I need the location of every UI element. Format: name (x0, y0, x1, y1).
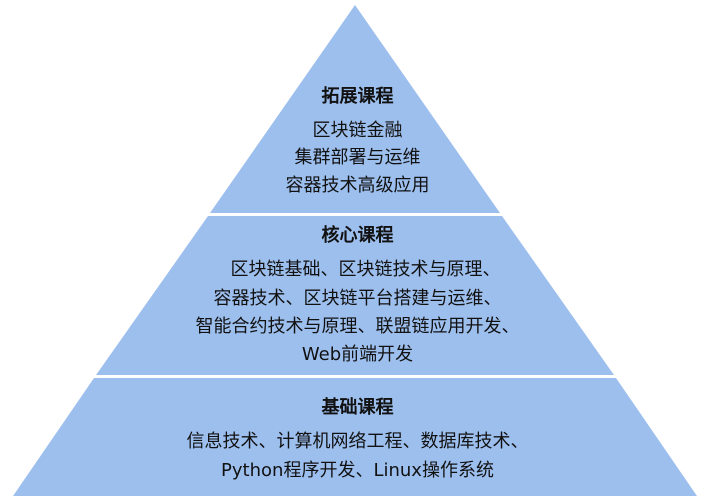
tier-middle-title: 核心课程 (321, 225, 394, 246)
tier-bottom-shape (13, 378, 697, 496)
tier-top-shape (210, 5, 500, 213)
tier-bottom-line: 信息技术、计算机网络工程、数据库技术、 (186, 431, 529, 452)
tier-top-title: 拓展课程 (321, 86, 394, 107)
tier-top-line: 区块链金融 (312, 120, 403, 141)
tier-middle-line: 区块链基础、区块链技术与原理、 (230, 259, 501, 280)
tier-middle-line: Web前端开发 (301, 344, 414, 365)
tier-middle-shape (96, 216, 614, 375)
tier-top-line: 容器技术高级应用 (285, 175, 430, 196)
tier-bottom-line: Python程序开发、Linux操作系统 (221, 460, 494, 481)
tier-top-line: 集群部署与运维 (294, 147, 421, 168)
tier-bottom-title: 基础课程 (321, 397, 394, 418)
tier-middle-line: 智能合约技术与原理、联盟链应用开发、 (195, 316, 520, 337)
tier-middle-line: 容器技术、区块链平台搭建与运维、 (213, 288, 502, 309)
